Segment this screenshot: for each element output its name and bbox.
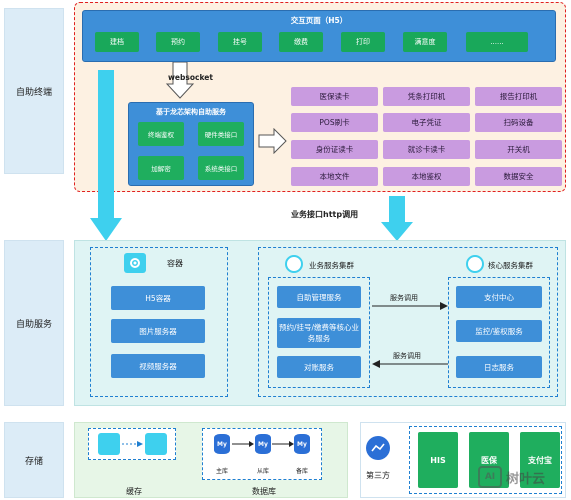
device-2-1: 就诊卡读卡 [383, 140, 470, 159]
device-3-0: 本地文件 [291, 167, 378, 186]
cache-icon-1 [98, 433, 120, 455]
row-label-storage-text: 存储 [24, 456, 43, 467]
device-0-1: 凭条打印机 [383, 87, 470, 106]
terminal-to-service-arrow-right [381, 196, 413, 241]
row-label-service-text: 自助服务 [15, 319, 52, 330]
watermark-text: 树叶云 [506, 471, 546, 487]
longxin-cell-0: 终端鉴权 [138, 122, 184, 146]
row-label-service: 自助服务 [4, 240, 64, 406]
longxin-cell-3: 系统类接口 [198, 156, 244, 180]
longxin-title: 基于龙芯架构自助服务 [156, 108, 226, 116]
third-party-yibao: 医保 [469, 432, 509, 488]
third-party-his: HIS [418, 432, 458, 488]
device-1-1: 电子凭证 [383, 113, 470, 132]
device-1-0: POS刷卡 [291, 113, 378, 132]
core-cluster-icon [466, 255, 484, 273]
h5-button-6[interactable]: ...... [466, 32, 528, 52]
db-replica-icon: My [255, 434, 271, 454]
h5-button-0[interactable]: 建档 [95, 32, 139, 52]
cache-label: 缓存 [126, 487, 142, 496]
device-1-2: 扫码设备 [475, 113, 562, 132]
service-call-arrow-right [372, 302, 448, 310]
db-sync-arrows [232, 441, 294, 447]
h5-button-4[interactable]: 打印 [341, 32, 385, 52]
device-2-0: 身份证读卡 [291, 140, 378, 159]
h5-button-1[interactable]: 预约 [156, 32, 200, 52]
h5-title: 交互页面（H5） [290, 16, 348, 25]
container-panel [90, 247, 228, 397]
gear-icon [124, 253, 146, 273]
db-replica-label: 从库 [257, 468, 270, 475]
db-backup-label: 备库 [296, 468, 309, 475]
db-primary-label: 主库 [216, 468, 229, 475]
third-party-icon [366, 436, 390, 460]
h5-button-3[interactable]: 缴费 [279, 32, 323, 52]
business-item-0: 自助管理服务 [277, 286, 361, 308]
row-label-terminal-text: 自助终端 [15, 87, 52, 98]
terminal-to-service-arrow-left [90, 70, 122, 241]
core-cluster-title: 核心服务集群 [488, 261, 533, 270]
business-cluster-title: 业务服务集群 [309, 261, 354, 270]
longxin-cell-1: 硬件类接口 [198, 122, 244, 146]
device-3-1: 本地鉴权 [383, 167, 470, 186]
business-item-1: 预约/挂号/缴费等核心业务服务 [277, 318, 361, 348]
watermark-logo: AI 树叶云 [478, 462, 568, 492]
core-item-1: 监控/鉴权服务 [456, 320, 542, 342]
container-title: 容器 [167, 259, 183, 268]
db-primary-icon: My [214, 434, 230, 454]
h5-button-2[interactable]: 挂号 [218, 32, 262, 52]
container-item-1: 图片服务器 [111, 319, 205, 343]
http-call-label: 业务接口http调用 [291, 210, 359, 219]
business-cluster-icon [285, 255, 303, 273]
row-label-storage: 存储 [4, 422, 64, 498]
device-2-2: 开关机 [475, 140, 562, 159]
core-item-0: 支付中心 [456, 286, 542, 308]
h5-button-5[interactable]: 满意度 [403, 32, 447, 52]
container-item-2: 视频服务器 [111, 354, 205, 378]
clusters-panel [258, 247, 558, 397]
third-party-alipay: 支付宝 [520, 432, 560, 488]
third-party-items-panel [409, 426, 562, 494]
row-label-terminal: 自助终端 [4, 8, 64, 174]
to-devices-arrow [258, 128, 287, 154]
db-backup-icon: My [294, 434, 310, 454]
business-cluster-panel [268, 277, 370, 388]
service-call-arrow-left [372, 360, 448, 368]
third-party-label: 第三方 [366, 471, 390, 480]
device-3-2: 数据安全 [475, 167, 562, 186]
service-call-label-2: 服务调用 [393, 352, 421, 360]
websocket-label: websocket [168, 73, 213, 82]
core-cluster-panel [448, 277, 550, 388]
container-item-0: H5容器 [111, 286, 205, 310]
service-call-label-1: 服务调用 [390, 294, 418, 302]
longxin-cell-2: 加解密 [138, 156, 184, 180]
websocket-arrow [165, 62, 195, 99]
cache-icon-2 [145, 433, 167, 455]
device-0-0: 医保读卡 [291, 87, 378, 106]
database-label: 数据库 [252, 487, 276, 496]
device-0-2: 报告打印机 [475, 87, 562, 106]
business-item-2: 对账服务 [277, 356, 361, 378]
core-item-2: 日志服务 [456, 356, 542, 378]
cache-sync-arrow [122, 441, 143, 447]
